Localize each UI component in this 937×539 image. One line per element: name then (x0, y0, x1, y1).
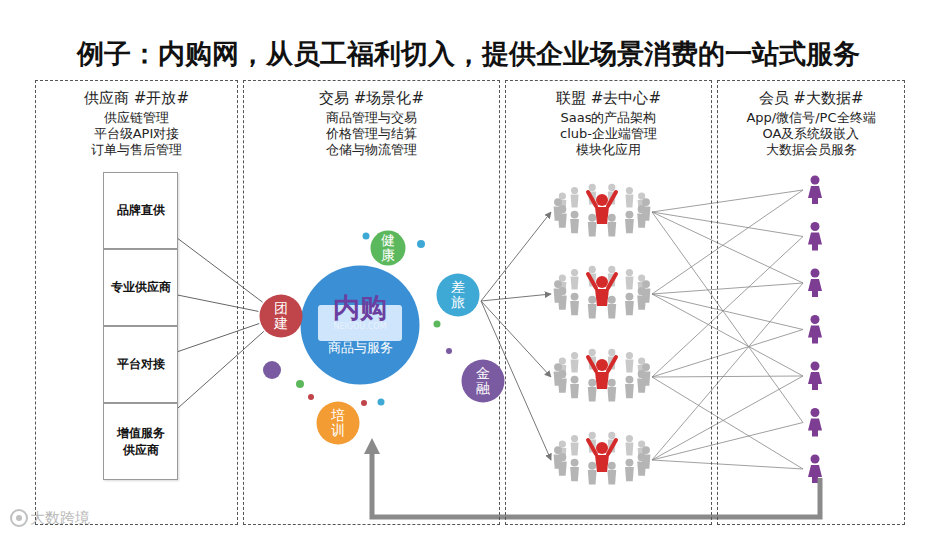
scene-circle: 培训 (316, 401, 360, 445)
node-label: 团建 (274, 301, 288, 332)
node-label: 金融 (476, 366, 490, 397)
supplier-box: 专业供应商 (103, 249, 178, 326)
node-label: 平台对接 (116, 356, 166, 373)
column-body: Saas的产品架构 club-企业端管理 模块化应用 (559, 110, 658, 158)
connector-line (178, 239, 263, 303)
scene-circle: 差旅 (436, 273, 480, 317)
column-body: App/微信号/PC全终端 OA及系统级嵌入 大数据会员服务 (745, 110, 877, 158)
watermark: 大数跨境 (30, 509, 90, 528)
crowd-figures (481, 184, 650, 485)
column-panel: 会员 #大数据# App/微信号/PC全终端 OA及系统级嵌入 大数据会员服务 (717, 80, 905, 525)
supplier-box: 平台对接 (103, 326, 178, 403)
column-panel: 供应商 #开放# 供应链管理 平台级API对接 订单与售后管理品牌直供专业供应商平… (35, 80, 238, 525)
column-body: 商品管理与交易 价格管理与结算 仓储与物流管理 (325, 110, 418, 158)
column-heading: 会员 #大数据# (759, 89, 864, 108)
connector-line (178, 324, 259, 352)
scene-circle: 健康 (370, 230, 406, 266)
logo-url: NEIGOU.COM (333, 322, 386, 332)
supplier-box: 增值服务 供应商 (103, 403, 178, 480)
column-heading: 交易 #场景化# (319, 89, 424, 108)
scene-circle: 金融 (461, 359, 505, 403)
scene-circle: 团建 (259, 294, 303, 338)
node-label: 健康 (381, 233, 395, 264)
column-panel: 交易 #场景化# 商品管理与交易 价格管理与结算 仓储与物流管理内购NEIGOU.… (243, 80, 500, 525)
platform-label: 商品与服务 (328, 340, 393, 356)
watermark-icon (11, 510, 27, 526)
member-figures (652, 176, 822, 484)
connector-line (178, 295, 258, 311)
node-label: 增值服务 供应商 (116, 425, 166, 459)
column-panel: 联盟 #去中心# Saas的产品架构 club-企业端管理 模块化应用 (505, 80, 712, 525)
node-label: 差旅 (451, 280, 465, 311)
supplier-box: 品牌直供 (103, 172, 178, 249)
platform-circle: 内购NEIGOU.COM 商品与服务 (300, 265, 420, 385)
column-heading: 供应商 #开放# (84, 89, 189, 108)
column-heading: 联盟 #去中心# (556, 89, 661, 108)
node-label: 专业供应商 (110, 279, 172, 296)
diagram-title: 例子：内购网，从员工福利切入，提供企业场景消费的一站式服务 (10, 36, 927, 72)
connector-line (178, 331, 264, 408)
column-body: 供应链管理 平台级API对接 订单与售后管理 (90, 110, 183, 158)
node-label: 培训 (331, 408, 345, 439)
return-arrow (372, 446, 820, 517)
node-label: 品牌直供 (116, 202, 166, 219)
logo-text: 内购 (333, 294, 387, 322)
